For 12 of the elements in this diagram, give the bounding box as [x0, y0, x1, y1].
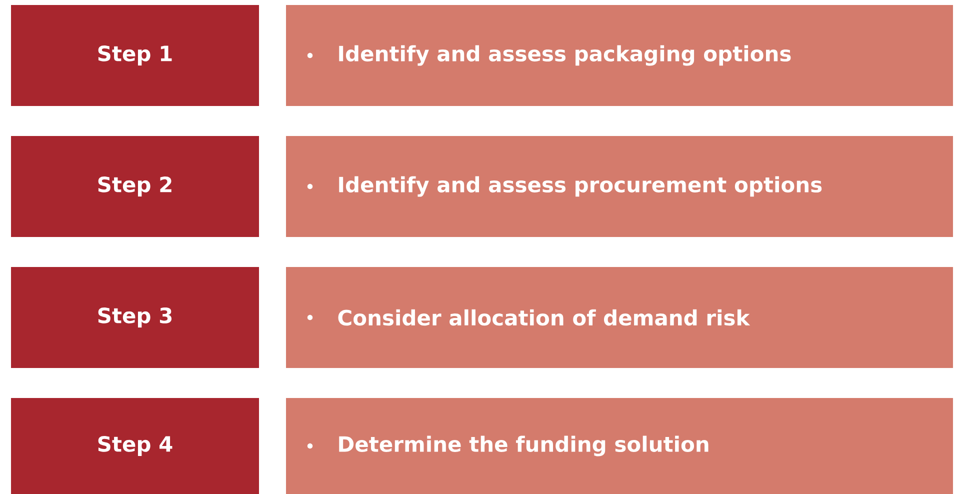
step-box: Step 1 — [11, 5, 259, 106]
description-box — [286, 398, 953, 494]
description-text: Determine the funding solution — [339, 436, 708, 456]
description-text: Identify and assess packaging options — [339, 45, 791, 66]
description-box — [286, 5, 953, 106]
description-box — [286, 136, 953, 237]
description-text: Consider allocation of demand risk — [338, 309, 750, 326]
step-box: Step 3 — [11, 267, 259, 368]
description-text: Identify and assess procurement options — [339, 176, 822, 197]
step-box: Step 4 — [11, 398, 259, 494]
description-box — [286, 267, 953, 368]
step-box: Step 2 — [11, 136, 259, 237]
